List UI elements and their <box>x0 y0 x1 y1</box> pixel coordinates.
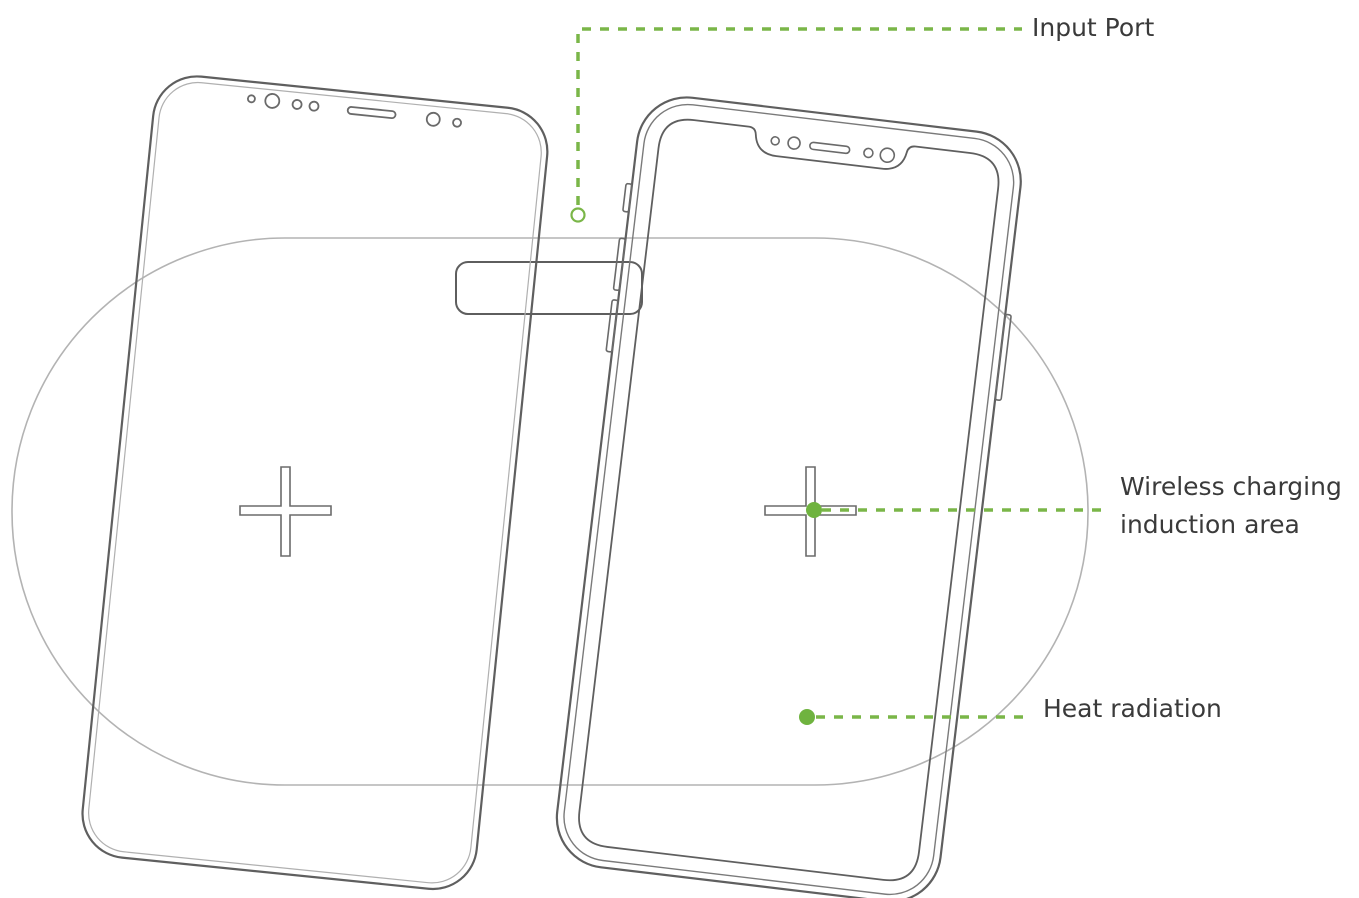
input-port-leader-line <box>576 27 1022 205</box>
charging-pad-outline <box>11 237 1089 786</box>
input-port-callout <box>570 27 1022 223</box>
heat-radiation-label: Heat radiation <box>1043 690 1222 728</box>
wireless-area-marker <box>806 502 822 518</box>
right-phone-side-buttons <box>605 182 1012 401</box>
left-phone-body-inner <box>88 81 542 884</box>
wireless-area-label: Wireless charging induction area <box>1120 468 1342 544</box>
input-port-marker <box>570 207 586 223</box>
right-phone-notch-sensors <box>770 136 896 164</box>
right-phone <box>555 96 1022 898</box>
left-coil-marker <box>239 466 332 557</box>
input-port-label-text: Input Port <box>1032 13 1155 42</box>
right-phone-frame-mid <box>563 103 1015 896</box>
left-phone-body-outer <box>81 75 549 891</box>
heat-radiation-callout <box>799 709 1032 725</box>
wireless-area-label-line1: Wireless charging <box>1120 472 1342 501</box>
right-phone-frame-outer <box>555 96 1022 898</box>
input-port-label: Input Port <box>1032 9 1154 47</box>
left-phone-sensors <box>247 93 462 128</box>
left-phone <box>81 75 549 891</box>
heat-radiation-marker <box>799 709 815 725</box>
heat-radiation-label-text: Heat radiation <box>1043 694 1222 723</box>
wireless-area-callout <box>806 502 1108 518</box>
wireless-area-label-line2: induction area <box>1120 510 1300 539</box>
right-phone-screen <box>578 118 1000 882</box>
